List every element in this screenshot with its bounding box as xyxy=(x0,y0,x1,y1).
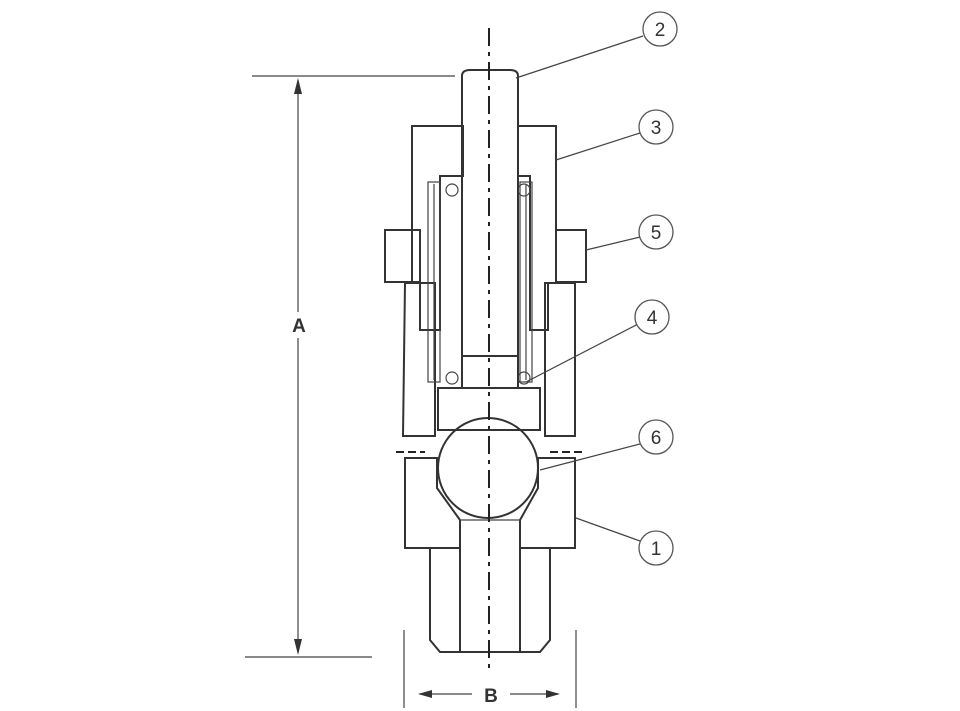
callout-4: 4 xyxy=(634,299,670,335)
leader-6 xyxy=(539,443,641,471)
dimension-b-arrow-right xyxy=(546,690,560,698)
ball xyxy=(437,417,539,519)
dimension-b: B xyxy=(403,630,577,708)
dimension-a-arrow-bottom xyxy=(294,639,302,655)
callout-2: 2 xyxy=(642,11,678,47)
dimension-a: A xyxy=(245,75,455,658)
dimension-b-label: B xyxy=(484,686,498,707)
callout-3: 3 xyxy=(638,109,674,145)
leader-1 xyxy=(575,517,641,542)
callout-5: 5 xyxy=(638,214,674,250)
dimension-b-arrow-left xyxy=(418,690,432,698)
callout-leaders xyxy=(515,35,644,542)
callout-1: 1 xyxy=(638,530,674,566)
callout-1-label: 1 xyxy=(651,539,662,560)
stem xyxy=(461,69,519,357)
callout-2-label: 2 xyxy=(655,20,666,41)
leader-2 xyxy=(515,35,644,79)
dimension-a-label: A xyxy=(292,316,306,337)
leader-3 xyxy=(555,132,641,161)
callout-5-label: 5 xyxy=(651,223,662,244)
spring-seat xyxy=(437,355,541,431)
leader-4 xyxy=(525,323,639,383)
lock-nut xyxy=(384,229,587,283)
spring xyxy=(427,181,533,385)
leader-5 xyxy=(585,236,641,251)
dimension-a-arrow-top xyxy=(294,78,302,94)
callout-4-label: 4 xyxy=(647,308,658,329)
callout-6-label: 6 xyxy=(651,428,662,449)
callout-6: 6 xyxy=(638,419,674,455)
callout-3-label: 3 xyxy=(651,118,662,139)
